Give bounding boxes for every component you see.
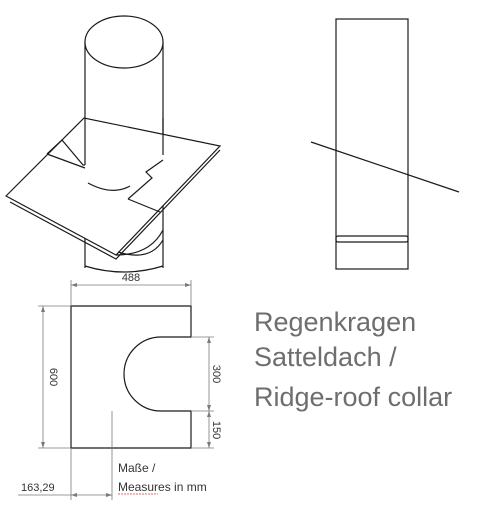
title-line-2: Satteldach / xyxy=(254,342,397,372)
arrow-width-right xyxy=(185,283,191,287)
collar-plate-edge xyxy=(9,149,221,260)
collar-ring xyxy=(335,235,409,243)
dim-cutout-label: 300 xyxy=(210,365,222,383)
title-line-1: Regenkragen xyxy=(254,307,416,337)
collar-slot-right-2 xyxy=(127,198,161,213)
arrow-offset-bottom xyxy=(207,442,211,448)
isometric-view xyxy=(5,15,222,273)
roof-line xyxy=(310,141,460,193)
collar-slot-right xyxy=(127,159,164,200)
dimension-arrows xyxy=(41,283,211,497)
arrow-width-left xyxy=(71,283,77,287)
pipe-lower-front xyxy=(117,239,164,256)
collar-plate xyxy=(5,117,222,256)
pipe-top-ellipse xyxy=(84,15,164,69)
arrow-radius-left xyxy=(71,493,77,497)
arrow-height-top xyxy=(41,306,45,312)
pipe-bottom-arc xyxy=(84,265,164,273)
product-title: Regenkragen Satteldach / Ridge-roof coll… xyxy=(254,307,452,412)
dim-width-label: 488 xyxy=(122,272,140,284)
pipe-lower-ring xyxy=(115,229,164,256)
dim-radius-label: 163,29 xyxy=(21,482,55,494)
collar-blank-outline xyxy=(70,305,192,449)
arrow-offset-top xyxy=(207,411,211,417)
dimension-lines xyxy=(18,280,214,500)
arrow-radius-right xyxy=(106,493,112,497)
arrow-cutout-bottom xyxy=(207,405,211,411)
collar-cutout-arc xyxy=(87,182,131,191)
measure-note-line1: Maße / xyxy=(118,461,156,475)
arrow-cutout-top xyxy=(207,337,211,343)
dim-height-label: 600 xyxy=(47,368,59,386)
side-pipe xyxy=(335,18,409,270)
collar-slot-left-2 xyxy=(46,153,86,169)
collar-slot-left xyxy=(46,139,85,166)
dim-offset-label: 150 xyxy=(210,421,222,439)
side-view xyxy=(310,18,460,270)
arrow-height-bottom xyxy=(41,442,45,448)
title-line-3: Ridge-roof collar xyxy=(254,382,452,412)
measure-note-line2: Measures in mm xyxy=(118,480,207,494)
plan-view: 488 600 300 150 163,29 Maße / Measures i… xyxy=(18,272,222,500)
